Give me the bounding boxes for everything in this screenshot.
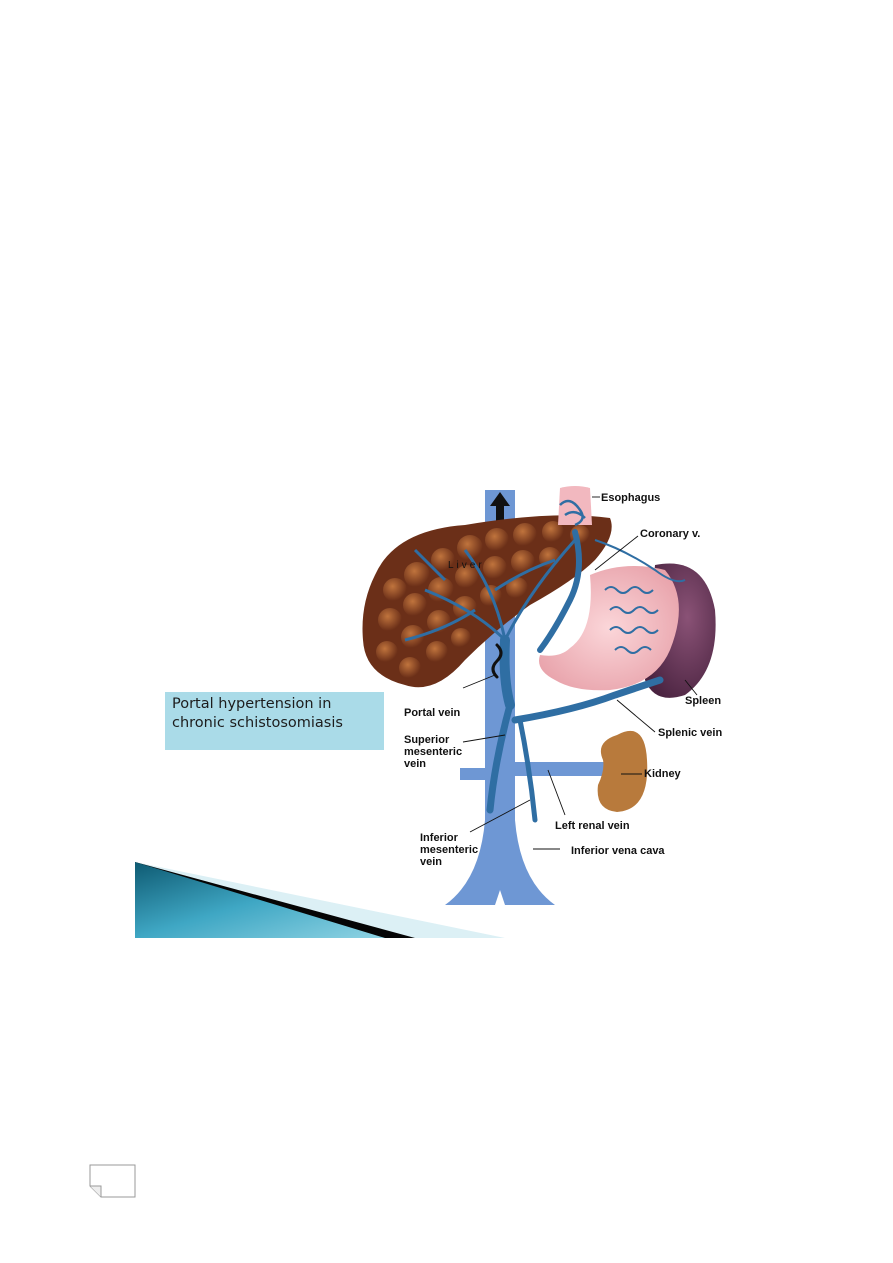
splenic-vein — [511, 676, 664, 724]
portal-veins — [486, 529, 664, 823]
caption-line-1: Portal hypertension in — [172, 696, 332, 712]
right-renal-vein-stub — [460, 768, 485, 780]
label-superior-mesenteric-vein: Superior mesenteric vein — [404, 734, 463, 770]
organ-label-liver: Liver — [448, 560, 485, 571]
left-renal-vein-shape — [513, 762, 605, 776]
portal-circulation-diagram — [362, 486, 716, 905]
gastric-varices — [594, 539, 686, 654]
coronary-vein — [537, 529, 582, 653]
label-inferior-vena-cava: Inferior vena cava — [571, 845, 665, 857]
kidney-shape — [597, 730, 648, 812]
label-splenic-vein: Splenic vein — [658, 727, 723, 739]
liver-portal-branches — [404, 538, 577, 642]
caption-box: Portal hypertension in chronic schistoso… — [165, 692, 384, 750]
label-spleen: Spleen — [685, 695, 722, 707]
leader-lines — [462, 496, 698, 850]
page-corner-icon — [89, 1164, 136, 1198]
label-inferior-mesenteric-vein: Inferior mesenteric vein — [420, 832, 479, 868]
label-left-renal-vein: Left renal vein — [555, 820, 630, 832]
stomach-shape — [539, 566, 679, 691]
label-coronary-vein: Coronary v. — [640, 528, 701, 540]
label-esophagus: Esophagus — [601, 492, 661, 504]
inferior-mesenteric-vein — [517, 717, 538, 823]
esophageal-varices — [559, 499, 586, 527]
slide-banner-decoration — [135, 862, 505, 938]
label-portal-vein: Portal vein — [404, 707, 461, 719]
upward-arrow-icon — [490, 492, 510, 522]
inferior-vena-cava-shape — [445, 490, 555, 905]
portal-tortuous — [491, 643, 503, 679]
label-kidney: Kidney — [644, 768, 681, 780]
superior-mesenteric-vein — [486, 701, 514, 814]
caption-line-2: chronic schistosomiasis — [172, 715, 343, 731]
portal-vein — [499, 635, 515, 710]
